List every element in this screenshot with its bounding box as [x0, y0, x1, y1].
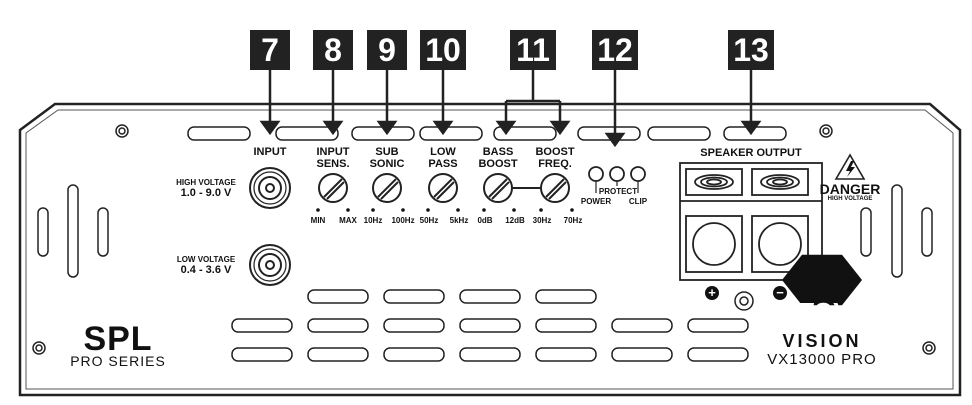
knob-sub-sonic: [372, 173, 402, 203]
label-sub-sonic-line2: SONIC: [369, 158, 405, 170]
callout-leaders: [259, 70, 762, 148]
label-high-voltage: HIGH VOLTAGE: [176, 178, 236, 187]
label-input-sens-line2: SENS.: [316, 158, 350, 170]
label-low-voltage: LOW VOLTAGE: [176, 255, 236, 264]
terminal-plus: +: [708, 285, 716, 300]
knob-low-pass: [428, 173, 458, 203]
warning-triangle-icon: [834, 153, 866, 180]
callout-11: 11: [510, 30, 556, 70]
knob-bass-boost: [483, 173, 513, 203]
led-clip-label: CLIP: [628, 197, 648, 206]
callout-13: 13: [728, 30, 774, 70]
label-low-pass-line2: PASS: [428, 158, 458, 170]
label-speaker-output: SPEAKER OUTPUT: [700, 147, 802, 159]
scale-dots: [316, 208, 574, 212]
terminal-markers: [705, 286, 787, 300]
scale-min: MIN: [310, 216, 326, 225]
esx-logo-icon: [782, 254, 862, 306]
callout-12: 12: [592, 30, 638, 70]
callout-7: 7: [250, 30, 290, 70]
brand-model: VX13000 PRO: [767, 351, 877, 368]
scale-70hz: 70Hz: [563, 216, 583, 225]
panel-inner-outline: [25, 109, 954, 390]
label-boost-freq-line1: BOOST: [535, 146, 575, 158]
brand-vision: VISION: [782, 331, 862, 351]
top-vent-slots: [187, 126, 787, 141]
led-power-label: POWER: [580, 197, 612, 206]
danger-high-voltage-label: HIGH VOLTAGE: [827, 196, 873, 202]
callout-10: 10: [420, 30, 466, 70]
brand-spl: SPL: [83, 320, 153, 358]
label-boost-freq-line2: FREQ.: [538, 158, 572, 170]
rca-input-high: [249, 167, 291, 209]
brand-esx-logo: ESX: [795, 297, 849, 327]
scale-12db: 12dB: [505, 216, 525, 225]
scale-100hz: 100Hz: [391, 216, 415, 225]
terminal-minus: −: [776, 285, 784, 300]
label-sub-sonic-line1: SUB: [375, 146, 399, 158]
callout-8: 8: [313, 30, 353, 70]
scale-0db: 0dB: [477, 216, 493, 225]
label-low-pass-line1: LOW: [430, 146, 456, 158]
label-low-voltage-range: 0.4 - 3.6 V: [180, 264, 232, 276]
scale-max: MAX: [339, 216, 357, 225]
scale-5khz: 5kHz: [449, 216, 469, 225]
label-input-sens-line1: INPUT: [316, 146, 350, 158]
brand-pro-series: PRO SERIES: [70, 353, 166, 369]
panel-screws: [32, 124, 936, 355]
status-leds: [588, 166, 646, 193]
knob-input-sens: [318, 173, 348, 203]
scale-10hz: 10Hz: [363, 216, 383, 225]
bottom-vent-slots: [231, 289, 749, 362]
label-bass-boost-line1: BASS: [482, 146, 514, 158]
label-bass-boost-line2: BOOST: [478, 158, 518, 170]
danger-label: DANGER: [819, 181, 881, 197]
led-protect-label: PROTECT: [598, 187, 638, 196]
scale-30hz: 30Hz: [532, 216, 552, 225]
rca-input-low: [249, 244, 291, 286]
label-input: INPUT: [253, 146, 287, 158]
knobs: [318, 173, 570, 203]
label-high-voltage-range: 1.0 - 9.0 V: [180, 187, 232, 199]
callout-9: 9: [367, 30, 407, 70]
panel-outline: [18, 102, 962, 397]
speaker-output-block: [679, 162, 823, 281]
knob-boost-freq: [540, 173, 570, 203]
scale-50hz: 50Hz: [419, 216, 439, 225]
side-vent-slots: [37, 184, 933, 278]
